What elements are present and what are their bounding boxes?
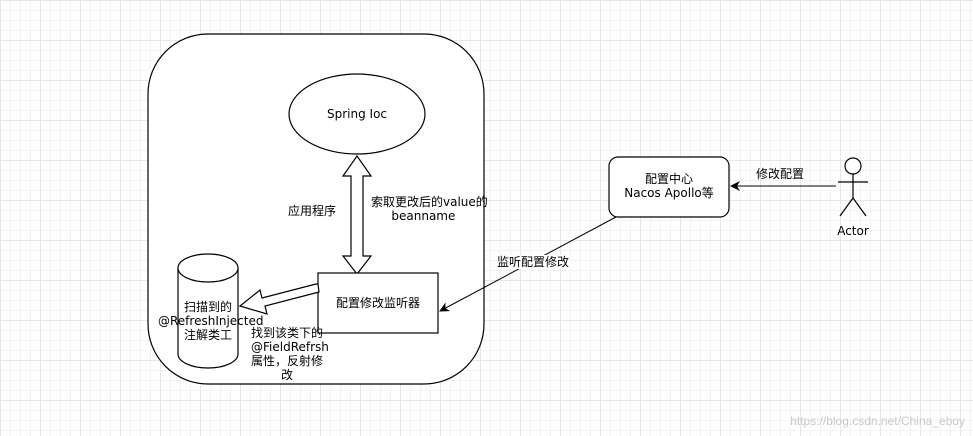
listener-label: 配置修改监听器 bbox=[335, 296, 420, 310]
watermark: https://blog.csdn.net/China_eboy bbox=[790, 414, 965, 428]
listener-box bbox=[317, 272, 439, 334]
spring-ioc-label: Spring Ioc bbox=[326, 107, 388, 121]
app-container-label: 应用程序 bbox=[288, 204, 337, 218]
fetch-label-line1: 索取更改后的value的 bbox=[371, 195, 488, 209]
cylinder-label-line2: @RefreshInjected bbox=[158, 314, 264, 328]
cylinder-label: 扫描到的 @RefreshInjected 注解类工 bbox=[158, 300, 264, 342]
refresh-class-cylinder bbox=[177, 253, 239, 369]
actor-figure bbox=[838, 157, 868, 217]
config-center-line1: 配置中心 bbox=[644, 172, 693, 186]
config-center-line2: Nacos Apollo等 bbox=[624, 186, 714, 200]
spring-ioc-ellipse bbox=[288, 73, 426, 155]
reflect-hollow-arrow bbox=[238, 283, 320, 315]
fetch-label-line2: beanname bbox=[391, 209, 456, 223]
listen-config-label: 监听配置修改 bbox=[497, 255, 570, 269]
reflect-label-line1: 找到该类下的 bbox=[251, 326, 324, 340]
reflect-label-line4: 改 bbox=[280, 368, 293, 382]
reflect-label-line2: @FieldRefrsh bbox=[251, 340, 329, 354]
reflect-label: 找到该类下的 @FieldRefrsh 属性，反射修 改 bbox=[251, 326, 329, 382]
cylinder-label-line1: 扫描到的 bbox=[183, 300, 232, 314]
modify-config-label: 修改配置 bbox=[756, 167, 805, 181]
fetch-beanname-label: 索取更改后的value的 beanname bbox=[371, 195, 488, 223]
config-center-label: 配置中心 Nacos Apollo等 bbox=[609, 172, 729, 200]
config-center-box bbox=[608, 156, 730, 218]
actor-label: Actor bbox=[837, 224, 869, 238]
cylinder-label-line3: 注解类工 bbox=[183, 328, 232, 342]
reflect-label-line3: 属性，反射修 bbox=[251, 354, 324, 368]
